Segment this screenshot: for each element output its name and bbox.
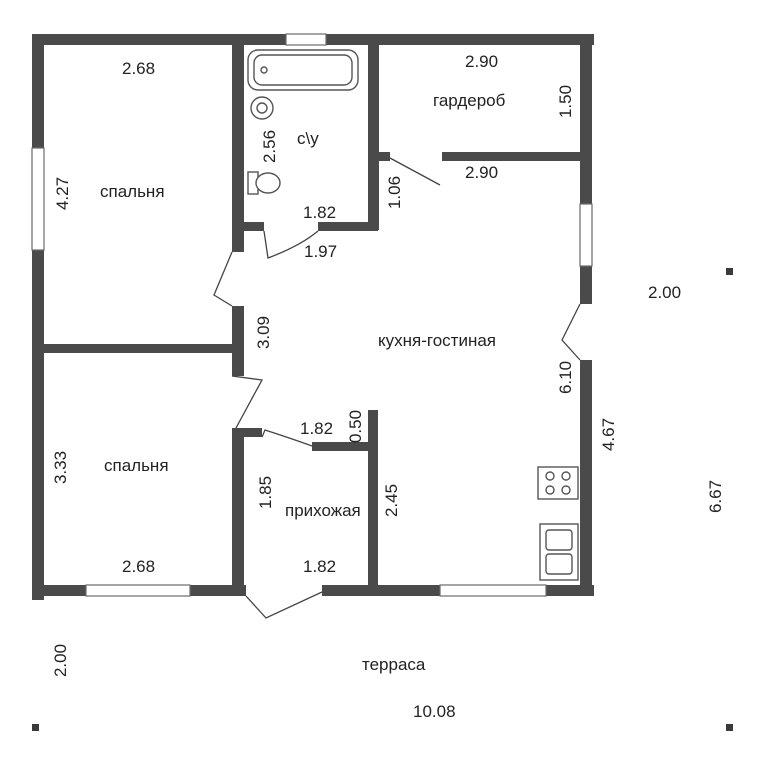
window-right: [579, 203, 593, 267]
dim-bedroom-top-width: 2.68: [122, 59, 156, 78]
room-label-terrace: терраса: [362, 655, 426, 674]
dim-hall-height: 1.85: [256, 475, 276, 510]
room-label-bedroom-top: спальня: [100, 182, 165, 201]
room-label-wardrobe: гардероб: [433, 91, 506, 110]
window-top: [285, 33, 327, 46]
dim-wardrobe-height: 1.50: [556, 84, 576, 119]
dim-hall-gap: 0.50: [346, 409, 366, 444]
room-label-bedroom-bottom: спальня: [104, 456, 169, 475]
dim-hall-right-height: 2.45: [382, 483, 402, 518]
window-bottom-left: [85, 584, 191, 597]
dim-exterior-right: 2.00: [648, 283, 682, 302]
dim-living-top-width: 2.90: [465, 163, 499, 182]
dim-hall-top-width: 1.82: [300, 419, 334, 438]
dim-passage-width: 1.97: [304, 242, 338, 261]
dim-terrace-depth: 2.00: [51, 643, 71, 678]
dim-passage-height: 1.06: [385, 175, 405, 210]
dim-bedroom-bottom-width: 2.68: [122, 557, 156, 576]
window-bottom-right: [439, 584, 547, 597]
kitchen-fixtures: [537, 466, 579, 581]
dim-wardrobe-width: 2.90: [465, 52, 499, 71]
dim-corridor-height: 3.09: [254, 315, 274, 350]
dim-house-depth: 6.67: [706, 479, 726, 514]
windows: [31, 33, 593, 597]
dim-hall-bottom-width: 1.82: [303, 557, 337, 576]
dim-kitchen-height: 4.67: [599, 417, 619, 452]
dim-living-door-height: 6.10: [556, 360, 576, 395]
dim-bath-width: 1.82: [303, 203, 337, 222]
dim-bedroom-top-height: 4.27: [53, 176, 73, 211]
room-label-bathroom: с\у: [297, 129, 319, 148]
room-label-living: кухня-гостиная: [378, 331, 496, 350]
dim-bath-height: 2.56: [260, 129, 280, 164]
stove-icon: [537, 466, 579, 500]
window-left: [31, 147, 45, 251]
bathroom-fixtures: [247, 49, 359, 195]
doors: [213, 157, 581, 619]
interior-walls: [44, 34, 592, 588]
dim-bedroom-bottom-height: 3.33: [51, 450, 71, 485]
terrace-markers: [32, 268, 733, 731]
dim-terrace-width: 10.08: [413, 702, 456, 721]
room-label-hallway: прихожая: [285, 501, 361, 520]
